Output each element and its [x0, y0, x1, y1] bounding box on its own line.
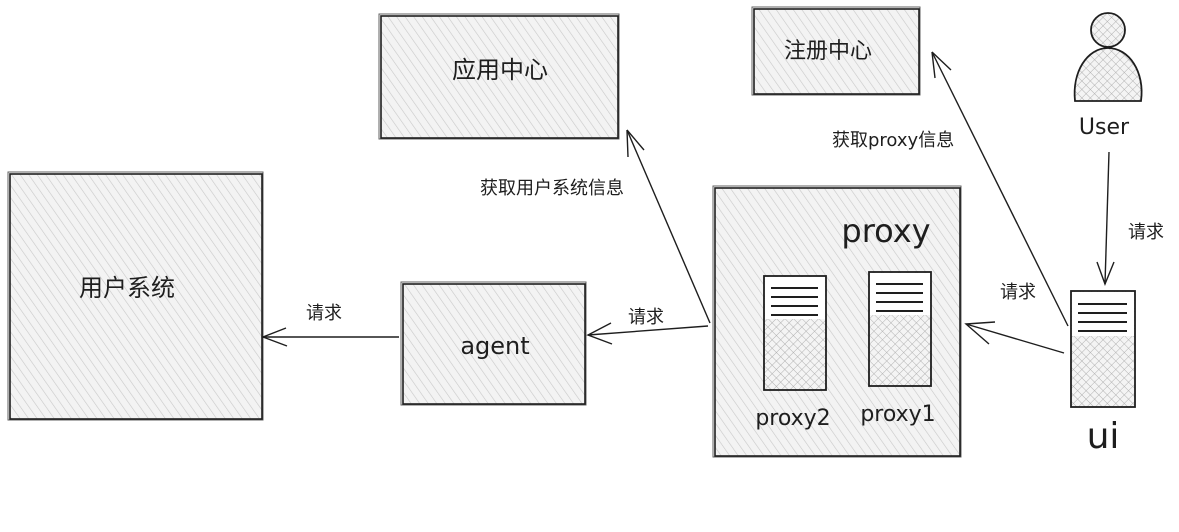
proxy2-label: proxy2	[755, 406, 830, 431]
registry-label: 注册中心	[784, 39, 872, 64]
user-label: User	[1079, 115, 1130, 140]
proxy1-server-icon	[868, 271, 932, 387]
proxy1-label: proxy1	[860, 402, 935, 427]
edge-proxy-to-agent-label: 请求	[628, 307, 664, 328]
user-system-node: 用户系统	[7, 171, 264, 421]
user-actor-icon	[1073, 12, 1143, 102]
edge-ui-to-registry	[931, 51, 1069, 327]
app-center-label: 应用中心	[452, 56, 548, 84]
edge-agent-to-user-system	[261, 327, 399, 347]
edge-ui-to-registry-label: 获取proxy信息	[832, 130, 954, 151]
edge-user-to-ui-label: 请求	[1128, 222, 1164, 243]
edge-ui-to-proxy-label: 请求	[1000, 282, 1036, 303]
agent-node: agent	[400, 281, 587, 406]
proxy-group-label: proxy	[841, 212, 930, 250]
edge-user-to-ui	[1096, 151, 1115, 286]
edge-proxy-to-app-center-label: 获取用户系统信息	[480, 178, 624, 199]
edge-proxy-to-app-center	[626, 129, 711, 324]
edge-agent-to-user-system-label: 请求	[306, 303, 342, 324]
user-system-label: 用户系统	[79, 274, 175, 302]
ui-label: ui	[1087, 416, 1120, 457]
agent-label: agent	[460, 332, 529, 360]
proxy-group-node: proxy proxy2 proxy1	[712, 185, 962, 458]
registry-node: 注册中心	[751, 6, 921, 96]
ui-server-icon	[1070, 290, 1136, 408]
edge-ui-to-proxy	[964, 321, 1065, 354]
app-center-node: 应用中心	[378, 13, 620, 140]
proxy2-server-icon	[763, 275, 827, 391]
edge-proxy-to-agent	[586, 322, 709, 345]
